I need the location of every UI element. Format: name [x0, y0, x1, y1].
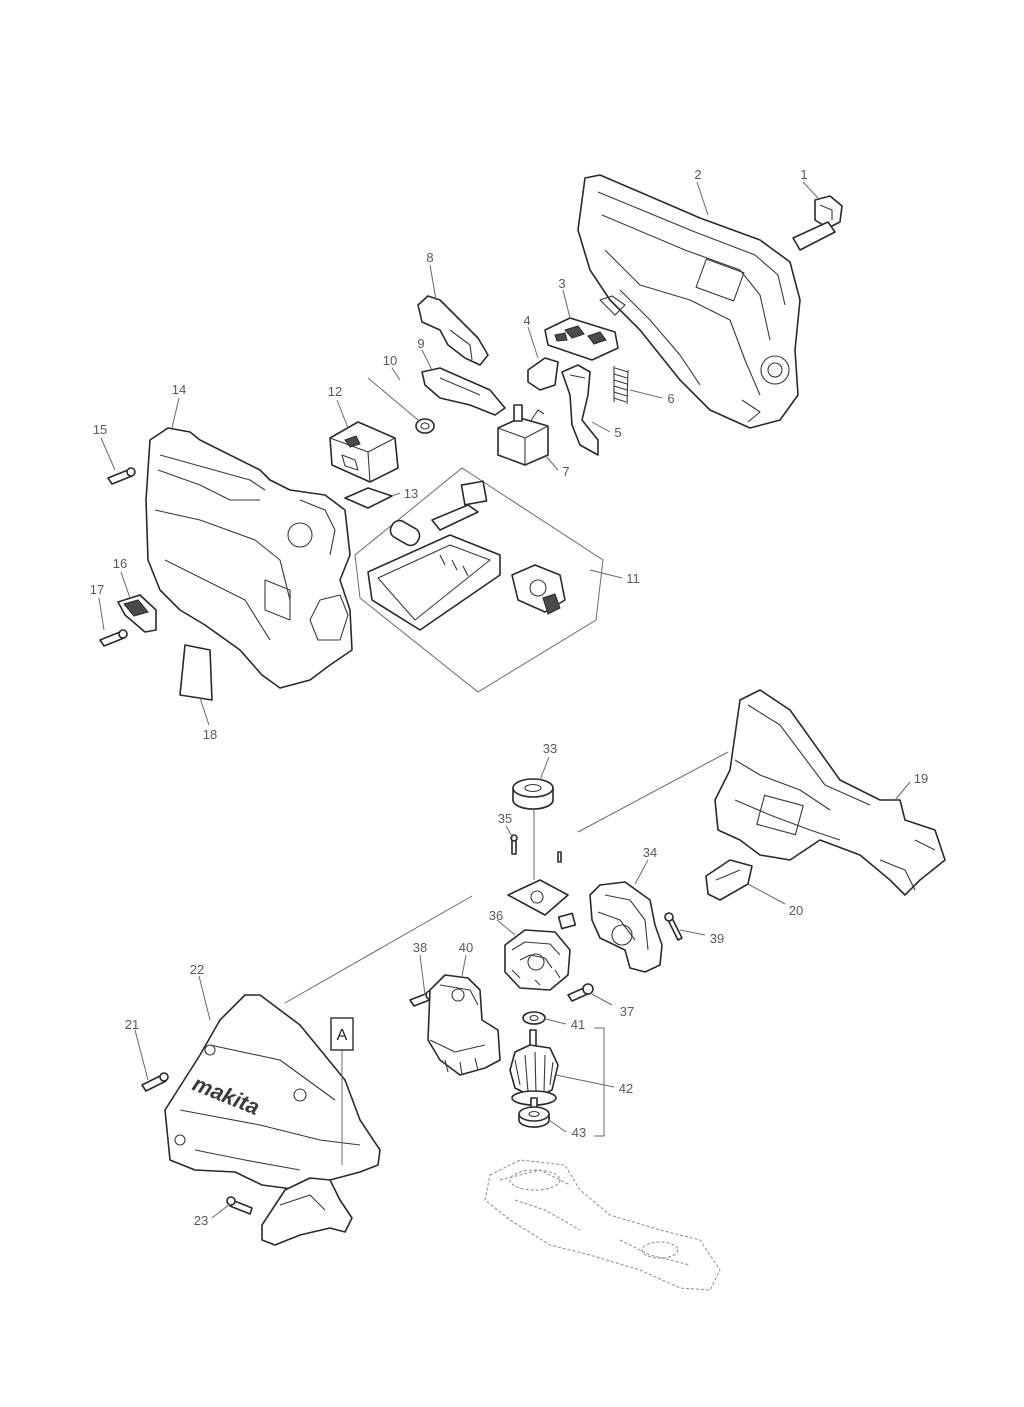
part-16-button	[117, 594, 157, 633]
part-8-latch	[417, 295, 489, 366]
part-18-label	[179, 644, 213, 701]
callout-4: 4	[523, 313, 530, 328]
callout-5: 5	[614, 425, 621, 440]
callout-35: 35	[498, 811, 512, 826]
callout-7: 7	[562, 464, 569, 479]
part-1-actuator	[792, 195, 843, 251]
callout-41: 41	[571, 1017, 585, 1032]
leader-lines	[98, 181, 911, 1219]
brush-plate	[507, 851, 577, 930]
part-7-switch	[497, 404, 549, 466]
callout-37: 37	[620, 1004, 634, 1019]
callout-10: 10	[383, 353, 397, 368]
callout-22: 22	[190, 962, 204, 977]
part-2-housing-right	[577, 174, 801, 429]
callout-36: 36	[489, 908, 503, 923]
part-3-switch-button	[544, 317, 619, 361]
part-37-screw	[567, 983, 594, 1002]
callout-39: 39	[710, 931, 724, 946]
part-14-housing-left	[145, 427, 353, 689]
callout-40: 40	[459, 940, 473, 955]
callout-13: 13	[404, 486, 418, 501]
reference-marker-label: A	[337, 1027, 348, 1044]
part-10-ring	[415, 418, 435, 434]
part-13-plate	[344, 487, 393, 509]
callout-21: 21	[125, 1017, 139, 1032]
part-9-bracket	[421, 367, 506, 416]
part-22-gear-cover: makita	[164, 994, 381, 1191]
callout-34: 34	[643, 845, 657, 860]
callout-18: 18	[203, 727, 217, 742]
part-15-screw	[107, 467, 136, 485]
part-19-motor-housing	[714, 689, 946, 896]
part-42-armature	[509, 1029, 559, 1109]
callout-1: 1	[800, 167, 807, 182]
callout-19: 19	[914, 771, 928, 786]
callout-8: 8	[426, 250, 433, 265]
callout-15: 15	[93, 422, 107, 437]
callout-2: 2	[694, 167, 701, 182]
part-34-frame	[589, 881, 663, 973]
callout-16: 16	[113, 556, 127, 571]
callout-33: 33	[543, 741, 557, 756]
callout-3: 3	[558, 276, 565, 291]
part-11-controller-assembly	[354, 467, 604, 693]
callout-42: 42	[619, 1081, 633, 1096]
callout-6: 6	[667, 391, 674, 406]
part-12-holder	[329, 421, 399, 483]
callout-43: 43	[572, 1125, 586, 1140]
callout-11: 11	[626, 571, 640, 586]
part-21-screw	[141, 1072, 169, 1092]
callout-12: 12	[328, 384, 342, 399]
part-36-stator	[504, 929, 571, 991]
part-40-motor-case	[427, 974, 501, 1076]
part-35-screw	[510, 834, 518, 855]
part-5-lever	[561, 364, 599, 456]
callout-17: 17	[90, 582, 104, 597]
part-33-nut	[512, 778, 554, 810]
callout-9: 9	[417, 336, 424, 351]
reference-marker-a: A	[330, 1017, 354, 1165]
part-20-cap	[705, 859, 753, 901]
part-43-bearing	[518, 1106, 550, 1128]
part-6-spring	[613, 366, 629, 405]
part-4-trigger-piece	[527, 357, 559, 391]
callout-labels: 1 2 3 4 5 6 7 8 9 10 11 12 13 14 15 16 1…	[90, 167, 928, 1228]
callout-38: 38	[413, 940, 427, 955]
callout-20: 20	[789, 903, 803, 918]
callout-14: 14	[172, 382, 186, 397]
part-23-bracket	[226, 1177, 353, 1246]
callout-23: 23	[194, 1213, 208, 1228]
ghost-gear-assembly	[484, 1159, 721, 1291]
part-39-screw	[664, 912, 683, 941]
part-41-bearing	[522, 1011, 546, 1025]
part-17-screw	[99, 629, 128, 647]
